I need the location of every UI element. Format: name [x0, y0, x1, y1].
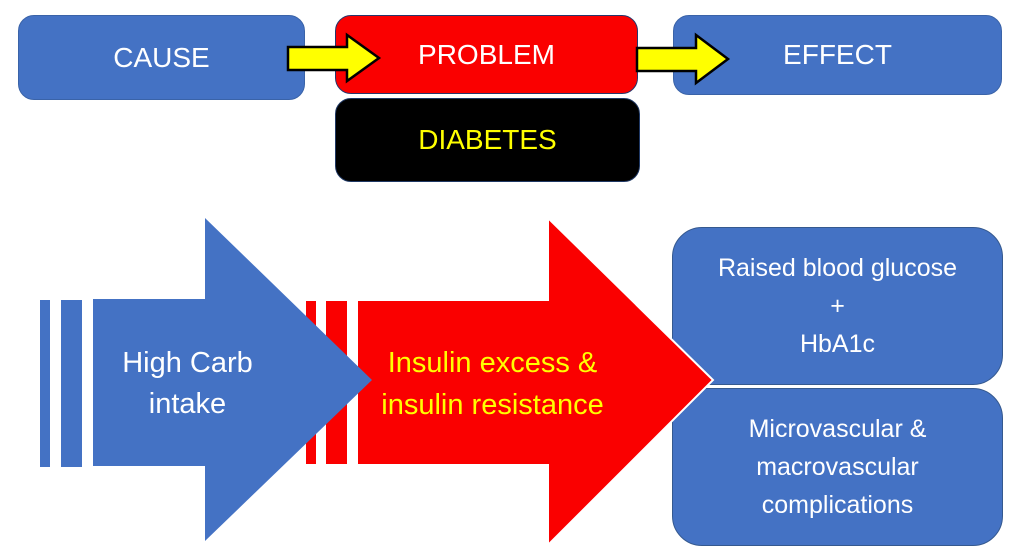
high-carb-line2: intake	[148, 388, 227, 420]
raised-glucose-line2: +	[830, 292, 845, 320]
high-carb-line1: High Carb	[122, 347, 253, 379]
raised-glucose-line1: Raised blood glucose	[717, 254, 958, 282]
blue-arrow-stripe-wide	[61, 300, 82, 467]
blue-arrow-stripe-thin	[40, 300, 50, 467]
problem-label: PROBLEM	[418, 38, 555, 70]
diabetes-box: DIABETES	[335, 98, 640, 182]
complications-line3: complications	[761, 491, 914, 519]
red-arrow-shape	[356, 215, 715, 548]
problem-box: PROBLEM	[335, 15, 638, 94]
complications-line2: macrovascular	[756, 453, 919, 481]
complications-text: Microvascular & macrovascular complicati…	[749, 410, 927, 524]
insulin-line2: insulin resistance	[381, 389, 604, 421]
red-arrow-stripe-wide	[326, 301, 347, 464]
cause-label: CAUSE	[113, 41, 210, 73]
effect-label: EFFECT	[783, 39, 892, 70]
cause-box: CAUSE	[18, 15, 305, 100]
raised-glucose-text: Raised blood glucose + HbA1c	[718, 249, 957, 363]
effect-box: EFFECT	[673, 15, 1002, 95]
insulin-line1: Insulin excess &	[387, 347, 598, 379]
insulin-label: Insulin excess & insulin resistance	[355, 342, 630, 426]
raised-glucose-line3: HbA1c	[799, 330, 876, 358]
complications-box: Microvascular & macrovascular complicati…	[672, 388, 1003, 546]
red-arrow-stripe-thin	[306, 301, 316, 464]
high-carb-label: High Carb intake	[70, 343, 305, 425]
complications-line1: Microvascular &	[748, 415, 927, 443]
diabetes-label: DIABETES	[418, 124, 557, 155]
blue-arrow-shape	[93, 218, 372, 541]
raised-glucose-box: Raised blood glucose + HbA1c	[672, 227, 1003, 385]
